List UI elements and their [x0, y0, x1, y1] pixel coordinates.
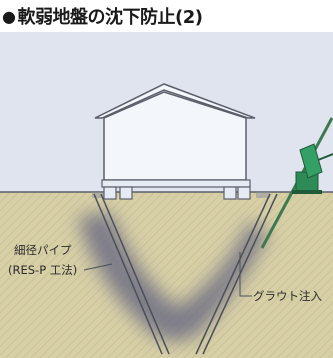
- right-bore: [256, 192, 270, 198]
- pipe-label-line1: 細径パイプ: [14, 243, 72, 257]
- left-bore: [92, 192, 106, 198]
- diagram-heading: ● 軟弱地盤の沈下防止(2): [0, 0, 333, 32]
- left-pipe: [93, 193, 170, 355]
- grout-diffusion-area: [78, 212, 268, 341]
- pipe-label-line2: (RES-P 工法): [8, 263, 77, 277]
- injection-machine: [260, 117, 333, 249]
- cross-section-illustration: 細径パイプ (RES-P 工法) グラウト注入: [0, 32, 333, 358]
- grout-label: グラウト注入: [253, 289, 322, 303]
- house: [94, 83, 256, 200]
- pipe-label-leader: [83, 263, 113, 271]
- heading-title: 軟弱地盤の沈下防止(2): [17, 7, 203, 28]
- heading-bullet-icon: ●: [2, 6, 16, 26]
- grout-label-leader: [239, 252, 252, 297]
